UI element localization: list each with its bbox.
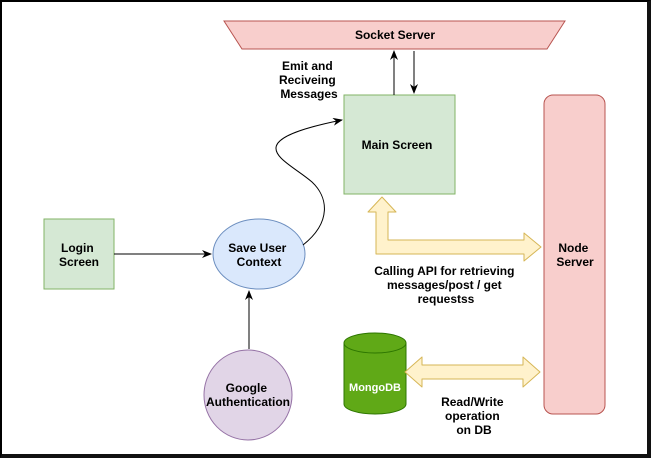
svg-text:Main Screen: Main Screen xyxy=(362,138,433,152)
svg-text:Socket Server: Socket Server xyxy=(355,28,435,42)
login-screen-node[interactable]: Login Screen xyxy=(43,218,115,290)
save-user-context-shape xyxy=(212,218,306,290)
login-screen-label-line1: Login xyxy=(61,241,94,255)
edge-label-db-line2: operation xyxy=(445,409,500,423)
node-server-node[interactable]: Node Server xyxy=(543,94,606,415)
mongodb-label: MongoDB xyxy=(349,382,401,394)
socket-server-shape xyxy=(223,20,566,50)
edge-label-api-line3: requestss xyxy=(418,292,475,306)
login-screen-shape xyxy=(43,218,115,290)
google-authentication-shape xyxy=(203,349,293,441)
google-authentication-node[interactable]: Google Authentication xyxy=(203,349,293,441)
save-user-context-label-line2: Context xyxy=(237,255,282,269)
edge-context-to-main xyxy=(275,117,343,246)
edge-label-api-line1: Calling API for retrieving xyxy=(374,264,514,278)
node-server-label-line2: Server xyxy=(556,255,594,269)
main-screen-label: Main Screen xyxy=(362,138,433,152)
svg-text:MongoDB: MongoDB xyxy=(349,382,401,394)
google-authentication-label-line2: Authentication xyxy=(206,395,290,409)
svg-text:Google Authentication: Google Authentication xyxy=(206,381,290,409)
svg-text:Login Screen: Login Screen xyxy=(59,241,99,269)
edge-label-api: Calling API for retrieving messages/post… xyxy=(374,264,518,306)
node-server-label-line1: Node xyxy=(558,241,588,255)
mongodb-top-rim xyxy=(343,342,407,354)
edge-label-emit-line3: Messages xyxy=(280,87,338,101)
socket-server-label: Socket Server xyxy=(355,28,435,42)
socket-server-node[interactable]: Socket Server xyxy=(223,20,566,50)
main-screen-shape xyxy=(343,94,456,195)
login-screen-label-line2: Screen xyxy=(59,255,99,269)
edge-label-db-line3: on DB xyxy=(456,423,492,437)
edge-label-emit: Emit and Reciveing Messages xyxy=(279,59,339,101)
google-authentication-label-line1: Google xyxy=(226,381,268,395)
main-screen-node[interactable]: Main Screen xyxy=(343,94,456,195)
edge-main-node-bidirectional xyxy=(367,196,542,262)
mongodb-node[interactable]: MongoDB xyxy=(343,332,407,415)
svg-text:Save User Context: Save User Context xyxy=(228,241,289,269)
edge-label-emit-line1: Emit and xyxy=(282,59,333,73)
edge-label-db: Read/Write operation on DB xyxy=(441,395,507,437)
save-user-context-node[interactable]: Save User Context xyxy=(212,218,306,290)
node-server-shape xyxy=(543,94,606,415)
edge-label-db-line1: Read/Write xyxy=(441,395,504,409)
edge-label-emit-line2: Reciveing xyxy=(279,73,336,87)
save-user-context-label-line1: Save User xyxy=(228,241,286,255)
edge-label-api-line2: messages/post / get xyxy=(387,278,502,292)
mongodb-shape xyxy=(343,332,407,415)
svg-text:Node Server: Node Server xyxy=(556,241,594,269)
edge-mongodb-node-bidirectional xyxy=(404,356,541,388)
